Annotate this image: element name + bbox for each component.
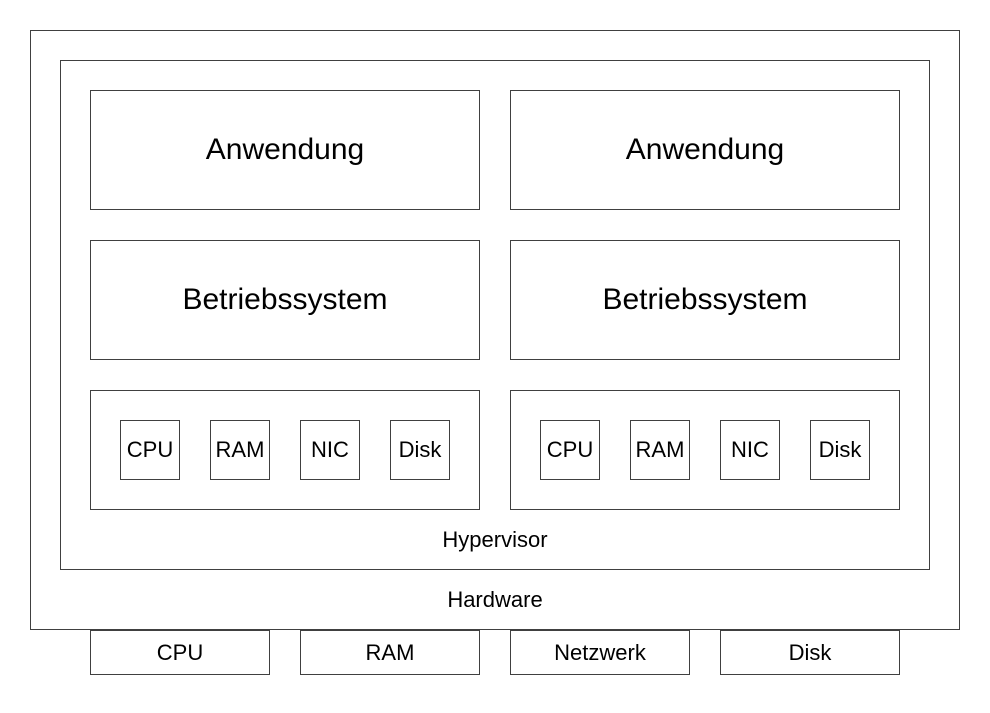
vm1-application-box: Anwendung [90,90,480,210]
hypervisor-label: Hypervisor [442,527,548,552]
vm1-virtual-nic-box: NIC [300,420,360,480]
vm1-virtual-cpu-label: CPU [126,437,174,462]
vm2-application-box: Anwendung [510,90,900,210]
vm2-virtual-ram-label: RAM [635,437,685,462]
physical-cpu-box: CPU [90,630,270,675]
hardware-label: Hardware [447,587,543,612]
vm2-application-label: Anwendung [625,133,785,166]
vm2-virtual-nic-box: NIC [720,420,780,480]
hypervisor-box: Anwendung Betriebssystem CPU RAM NIC Dis… [60,60,930,570]
vm2-virtual-ram-box: RAM [630,420,690,480]
vm2-virtual-disk-label: Disk [818,437,862,462]
vm1-os-box: Betriebssystem [90,240,480,360]
physical-disk-box: Disk [720,630,900,675]
physical-ram-label: RAM [365,639,415,665]
vm2-os-label: Betriebssystem [602,283,808,316]
vm1-virtual-disk-box: Disk [390,420,450,480]
vm2-virtual-cpu-label: CPU [546,437,594,462]
vm2-os-box: Betriebssystem [510,240,900,360]
vm2-virtual-hardware-box: CPU RAM NIC Disk [510,390,900,510]
vm2-virtual-cpu-box: CPU [540,420,600,480]
vm1-virtual-nic-label: NIC [311,437,349,462]
vm1-application-label: Anwendung [205,133,365,166]
physical-ram-box: RAM [300,630,480,675]
vm1-virtual-ram-box: RAM [210,420,270,480]
vm2-virtual-nic-label: NIC [731,437,769,462]
physical-network-label: Netzwerk [554,639,646,665]
vm2-virtual-disk-box: Disk [810,420,870,480]
hardware-box: Anwendung Betriebssystem CPU RAM NIC Dis… [30,30,960,630]
vm1-virtual-hardware-box: CPU RAM NIC Disk [90,390,480,510]
vm1-virtual-ram-label: RAM [215,437,265,462]
physical-cpu-label: CPU [156,639,204,665]
vm1-virtual-cpu-box: CPU [120,420,180,480]
physical-disk-label: Disk [788,639,832,665]
vm1-virtual-disk-label: Disk [398,437,442,462]
physical-network-box: Netzwerk [510,630,690,675]
vm1-os-label: Betriebssystem [182,283,388,316]
